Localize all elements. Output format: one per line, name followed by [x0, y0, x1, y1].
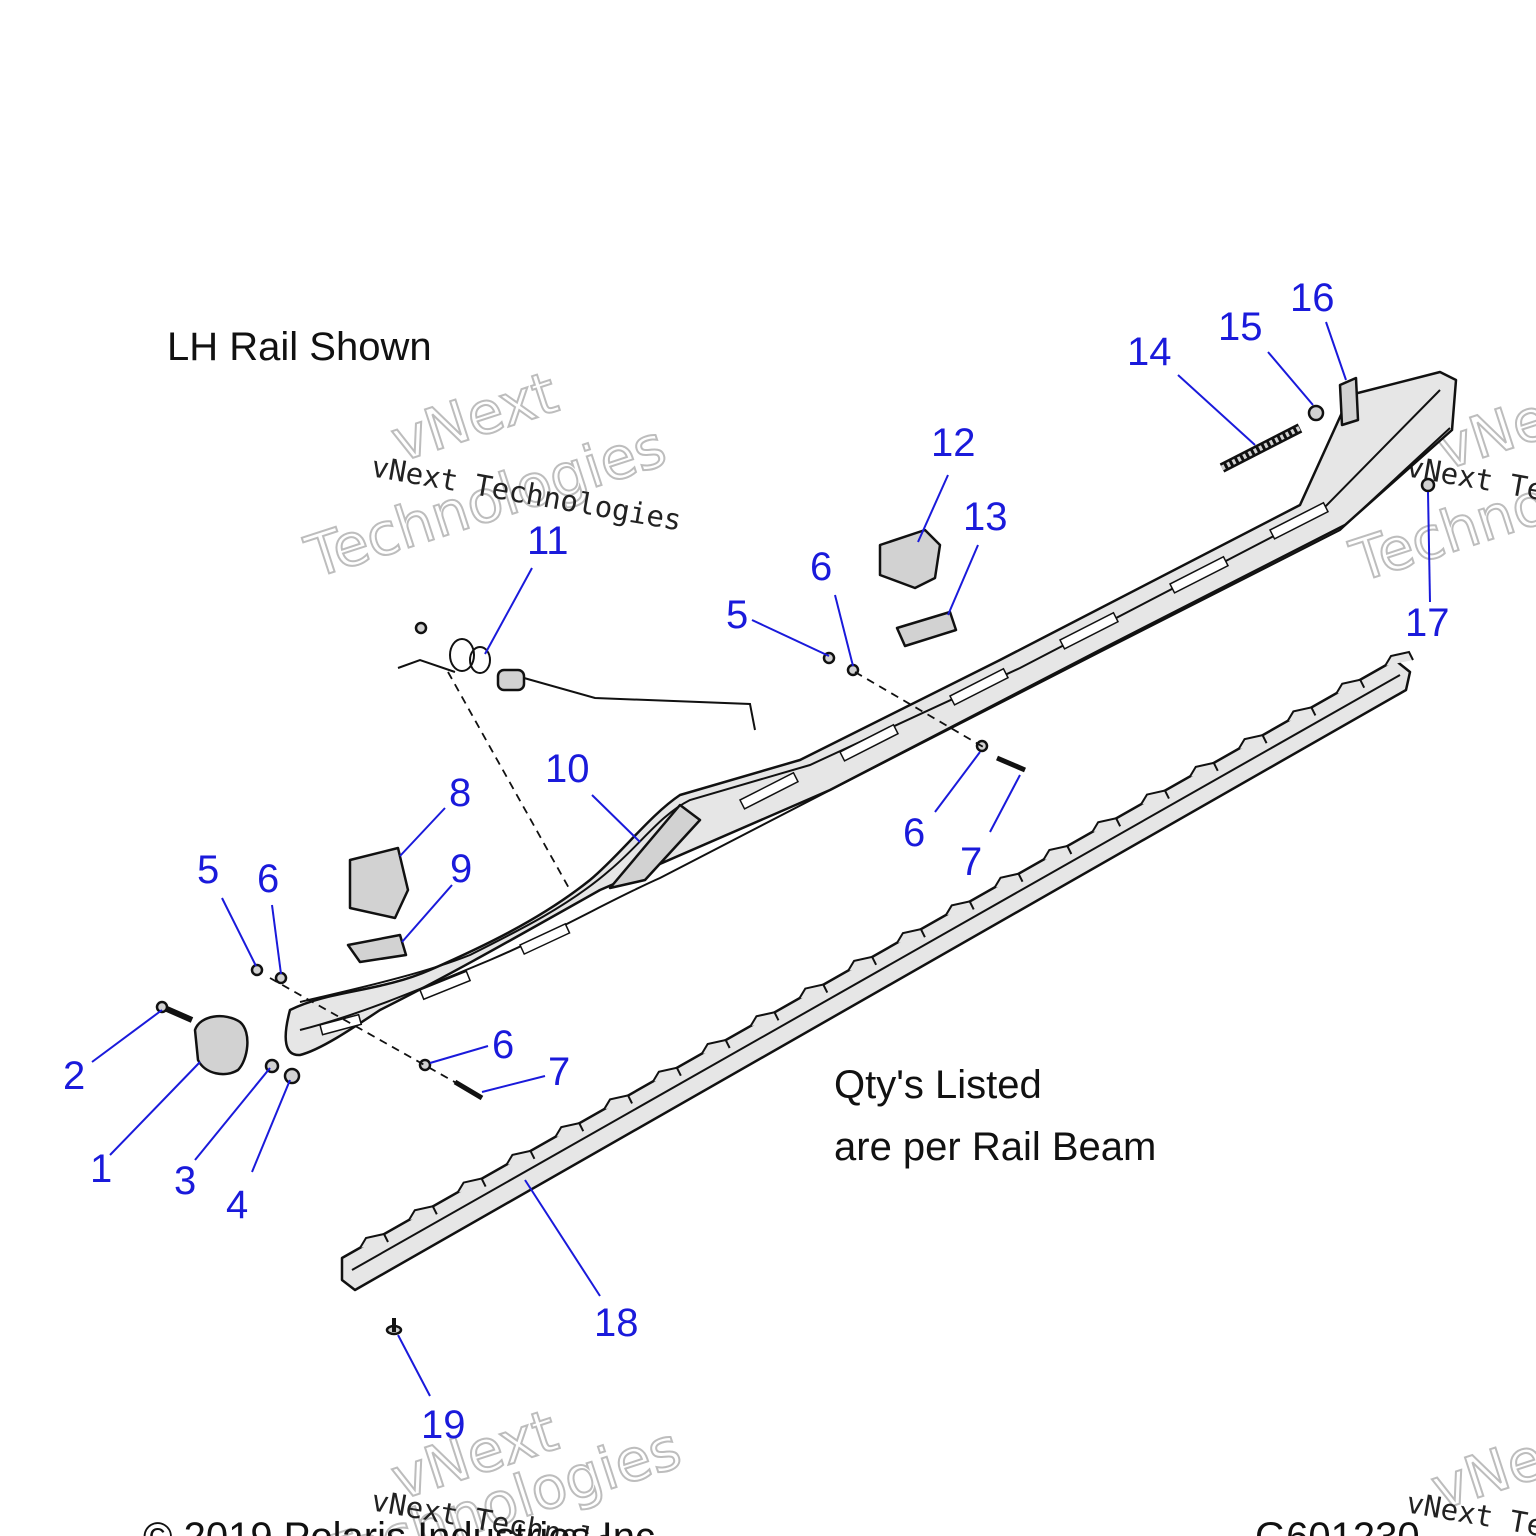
callout-5-front: 5 — [197, 848, 219, 892]
callout-9: 9 — [450, 847, 472, 891]
callout-6-front: 6 — [257, 857, 279, 901]
slide-tooth — [798, 983, 829, 1000]
slide-tooth — [359, 1232, 389, 1249]
part-4-nut — [283, 1067, 301, 1085]
slide-tooth — [1286, 706, 1317, 722]
drawing-code: G601230 — [1255, 1515, 1420, 1536]
part-17-fastener — [1420, 477, 1436, 493]
slide-tooth — [1140, 789, 1170, 806]
rail-top-rib — [299, 389, 1441, 1003]
callout-4: 4 — [226, 1183, 248, 1227]
slide-tooth — [847, 955, 877, 972]
rail-cutouts — [319, 501, 1330, 1036]
callout-2: 2 — [63, 1054, 85, 1098]
callout-11: 11 — [527, 519, 569, 563]
callouts: 1 2 3 4 5 6 5 6 6 7 6 7 8 9 10 11 12 13 … — [63, 276, 1450, 1447]
qty-note-line1: Qty's Listed — [834, 1063, 1042, 1107]
rail-rear-bracket — [1338, 376, 1360, 427]
part-8-block — [348, 846, 410, 920]
copyright-footer: © 2019 Polaris Industries Inc. — [143, 1515, 666, 1536]
slide-tooth — [554, 1121, 585, 1138]
slide-tooth — [1042, 844, 1073, 861]
slide-tooth — [1384, 650, 1414, 667]
slide-tooth — [749, 1011, 780, 1027]
slide-tooth — [1335, 678, 1366, 695]
callout-17: 17 — [1405, 601, 1450, 645]
rail-beam — [284, 370, 1458, 1057]
callout-18: 18 — [594, 1301, 639, 1345]
slide-tooth — [1188, 761, 1219, 778]
slide-teeth — [359, 650, 1414, 1249]
slide-tooth — [505, 1149, 536, 1166]
callout-14: 14 — [1127, 330, 1172, 374]
part-14-stud — [1219, 423, 1303, 473]
callout-7-lower: 7 — [548, 1050, 570, 1094]
rail-beam-body — [284, 370, 1458, 1057]
part-1-cap — [193, 1014, 249, 1076]
slide-tooth — [1091, 817, 1122, 833]
callout-6-lower: 6 — [492, 1023, 514, 1067]
slide-tooth — [456, 1177, 487, 1194]
callout-15: 15 — [1218, 305, 1263, 349]
slide-tooth — [993, 872, 1024, 889]
part-13-clip — [895, 610, 958, 648]
slide-tooth — [944, 900, 975, 916]
callout-1: 1 — [90, 1147, 112, 1191]
callout-5-upper: 5 — [726, 593, 748, 637]
callout-16: 16 — [1290, 276, 1335, 320]
rail-gusset-front — [608, 803, 702, 890]
part-15-nut — [1307, 404, 1325, 422]
qty-note-line2: are per Rail Beam — [834, 1125, 1156, 1169]
rail-shown-note: LH Rail Shown — [167, 325, 432, 369]
part-6-washer-front — [274, 971, 288, 985]
slide-edge — [351, 674, 1401, 1271]
part-11-spring-rod — [397, 621, 756, 731]
slide-tooth — [603, 1094, 633, 1110]
part-12-block — [878, 528, 942, 590]
part-7-bolt-mid — [996, 755, 1026, 773]
callout-3: 3 — [174, 1159, 196, 1203]
callout-12: 12 — [931, 421, 976, 465]
watermark-bottom-right: vNext vNext Technologies — [1404, 1405, 1536, 1536]
slide-rail — [340, 650, 1414, 1292]
part-2-bolt — [155, 1000, 194, 1023]
callout-10: 10 — [545, 747, 590, 791]
slide-tooth — [651, 1066, 682, 1083]
rail-lower-rib — [299, 427, 1451, 1031]
slide-tooth — [896, 927, 926, 944]
callout-6-mid: 6 — [903, 811, 925, 855]
slide-tooth — [407, 1205, 438, 1221]
part-19-rivet — [385, 1318, 403, 1336]
callout-8: 8 — [449, 771, 471, 815]
assembly-line-upper — [854, 671, 986, 749]
callout-19: 19 — [421, 1403, 466, 1447]
callout-6-upper: 6 — [810, 545, 832, 589]
slide-tooth — [1237, 733, 1268, 750]
slide-tooth — [700, 1038, 731, 1055]
part-5-nut-front — [250, 963, 264, 977]
callout-7-mid: 7 — [960, 840, 982, 884]
part-9-clip — [346, 933, 408, 964]
leader-lines — [91, 321, 1431, 1397]
watermark-top-left: vNext Technologies vNext Technologies — [296, 357, 684, 592]
callout-13: 13 — [963, 495, 1008, 539]
part-6-washer-lower — [418, 1058, 432, 1072]
